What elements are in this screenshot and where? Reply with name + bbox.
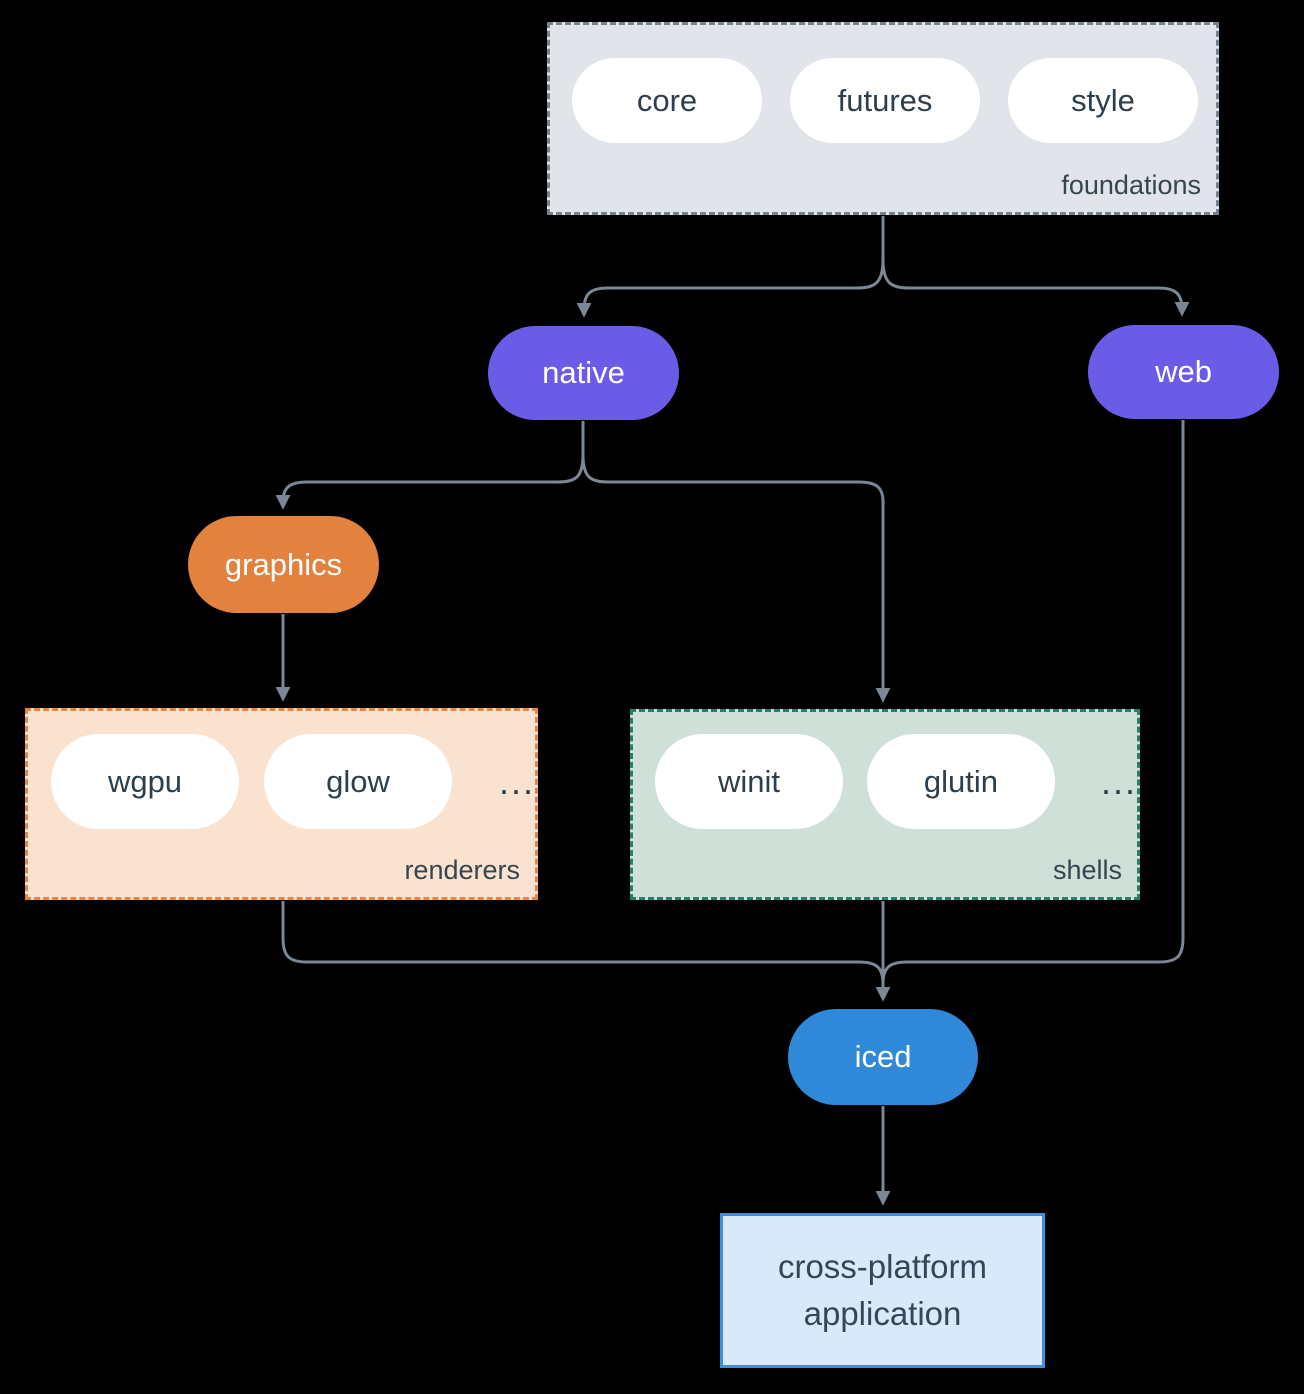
foundations-pill-row: core futures style xyxy=(550,25,1216,143)
edge-native-to-shells xyxy=(581,454,891,703)
node-native: native xyxy=(488,326,679,420)
renderers-ellipsis: ... xyxy=(498,760,535,802)
renderers-label: renderers xyxy=(404,855,520,885)
node-graphics: graphics xyxy=(188,516,379,613)
pill-core: core xyxy=(572,58,762,143)
pill-glutin: glutin xyxy=(866,734,1055,829)
shells-label: shells xyxy=(1052,855,1122,885)
group-renderers: wgpu glow ... renderers xyxy=(25,708,538,900)
edge-renderers-to-merge xyxy=(281,901,885,985)
node-web: web xyxy=(1088,325,1279,419)
edge-native-to-graphics xyxy=(275,454,585,510)
edge-web-to-merge xyxy=(881,420,1185,985)
shells-ellipsis: ... xyxy=(1100,760,1137,802)
pill-wgpu: wgpu xyxy=(51,734,239,829)
pill-winit: winit xyxy=(655,734,843,829)
group-shells: winit glutin ... shells xyxy=(630,709,1140,900)
node-iced: iced xyxy=(788,1009,978,1105)
pill-futures: futures xyxy=(790,58,980,143)
group-foundations: core futures style foundations xyxy=(547,22,1219,215)
edge-foundations-to-web xyxy=(881,259,1190,317)
pill-style: style xyxy=(1008,58,1198,143)
renderers-pill-row: wgpu glow ... xyxy=(28,711,535,829)
pill-glow: glow xyxy=(263,734,452,829)
shells-pill-row: winit glutin ... xyxy=(633,712,1137,829)
foundations-label: foundations xyxy=(1061,170,1201,200)
edge-foundations-to-native xyxy=(576,259,885,318)
node-cross-platform-application: cross-platform application xyxy=(720,1213,1045,1368)
